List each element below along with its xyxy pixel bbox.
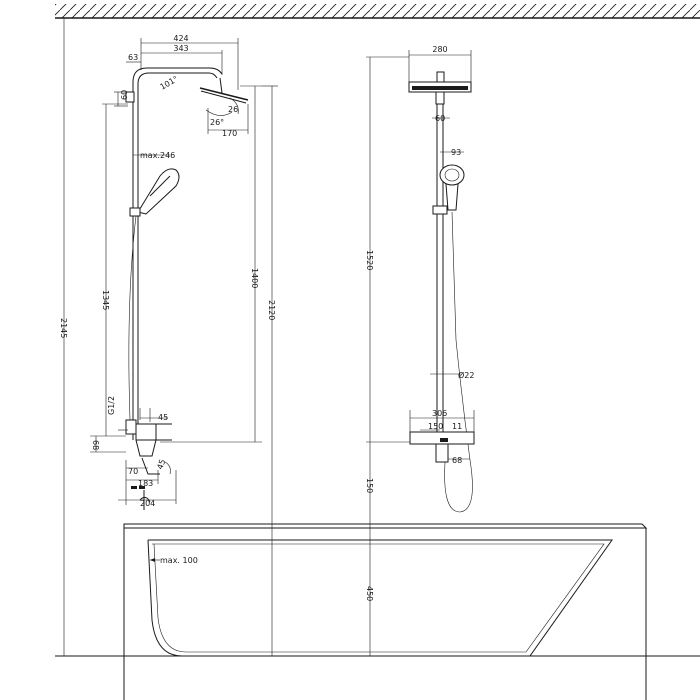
front-view-labels: 280 60 93 1520 Ø22 306 150 11 68 150 450 — [365, 45, 474, 601]
dim-424: 424 — [173, 34, 188, 43]
side-view-shower — [125, 67, 249, 510]
thermostat-front — [409, 431, 475, 463]
dim-g12: G1/2 — [107, 396, 116, 415]
dim-60-front: 60 — [435, 114, 445, 123]
head-shower-front — [408, 71, 472, 105]
side-view-labels: 424 343 63 60 101° 26 26° 170 max.246 13… — [59, 34, 276, 565]
dim-2120: 2120 — [267, 300, 276, 320]
dim-183: 183 — [138, 479, 153, 488]
dim-101-angle: 101° — [159, 74, 180, 91]
dim-1345: 1345 — [101, 290, 110, 310]
dim-max-246: max.246 — [140, 151, 175, 160]
hand-shower-front — [432, 164, 465, 215]
dim-70: 70 — [128, 467, 138, 476]
dim-280: 280 — [432, 45, 447, 54]
dim-93: 93 — [451, 148, 461, 157]
dim-45-top: 45 — [158, 413, 168, 422]
dim-204: 204 — [140, 499, 155, 508]
dim-170: 170 — [222, 129, 237, 138]
dim-45-angle: 45 — [155, 458, 167, 471]
side-view-dimensions — [63, 18, 278, 656]
dim-26: 26 — [228, 105, 238, 114]
thermostat-side — [125, 419, 172, 510]
dim-68-side: 68 — [91, 440, 100, 450]
dim-60-side: 60 — [120, 90, 129, 100]
dim-2145: 2145 — [59, 318, 68, 338]
dim-306: 306 — [432, 409, 447, 418]
dim-150-front: 150 — [428, 422, 443, 431]
dim-max-100: max. 100 — [160, 556, 198, 565]
dim-68-front: 68 — [452, 456, 462, 465]
dim-diameter-22: Ø22 — [458, 370, 474, 380]
ceiling — [55, 4, 700, 19]
dim-26-angle: 26° — [210, 118, 224, 127]
dim-1400: 1400 — [250, 268, 259, 288]
dim-150-vertical: 150 — [365, 478, 374, 493]
front-view-dimensions — [364, 50, 475, 657]
dim-1520: 1520 — [365, 250, 374, 270]
bathtub — [55, 523, 700, 700]
dim-450: 450 — [365, 586, 374, 601]
front-view-shower — [408, 71, 475, 513]
head-shower-side — [199, 77, 249, 104]
hand-shower-side — [137, 168, 180, 215]
dim-63: 63 — [128, 53, 138, 62]
dim-11: 11 — [452, 422, 462, 431]
dim-343: 343 — [173, 44, 188, 53]
